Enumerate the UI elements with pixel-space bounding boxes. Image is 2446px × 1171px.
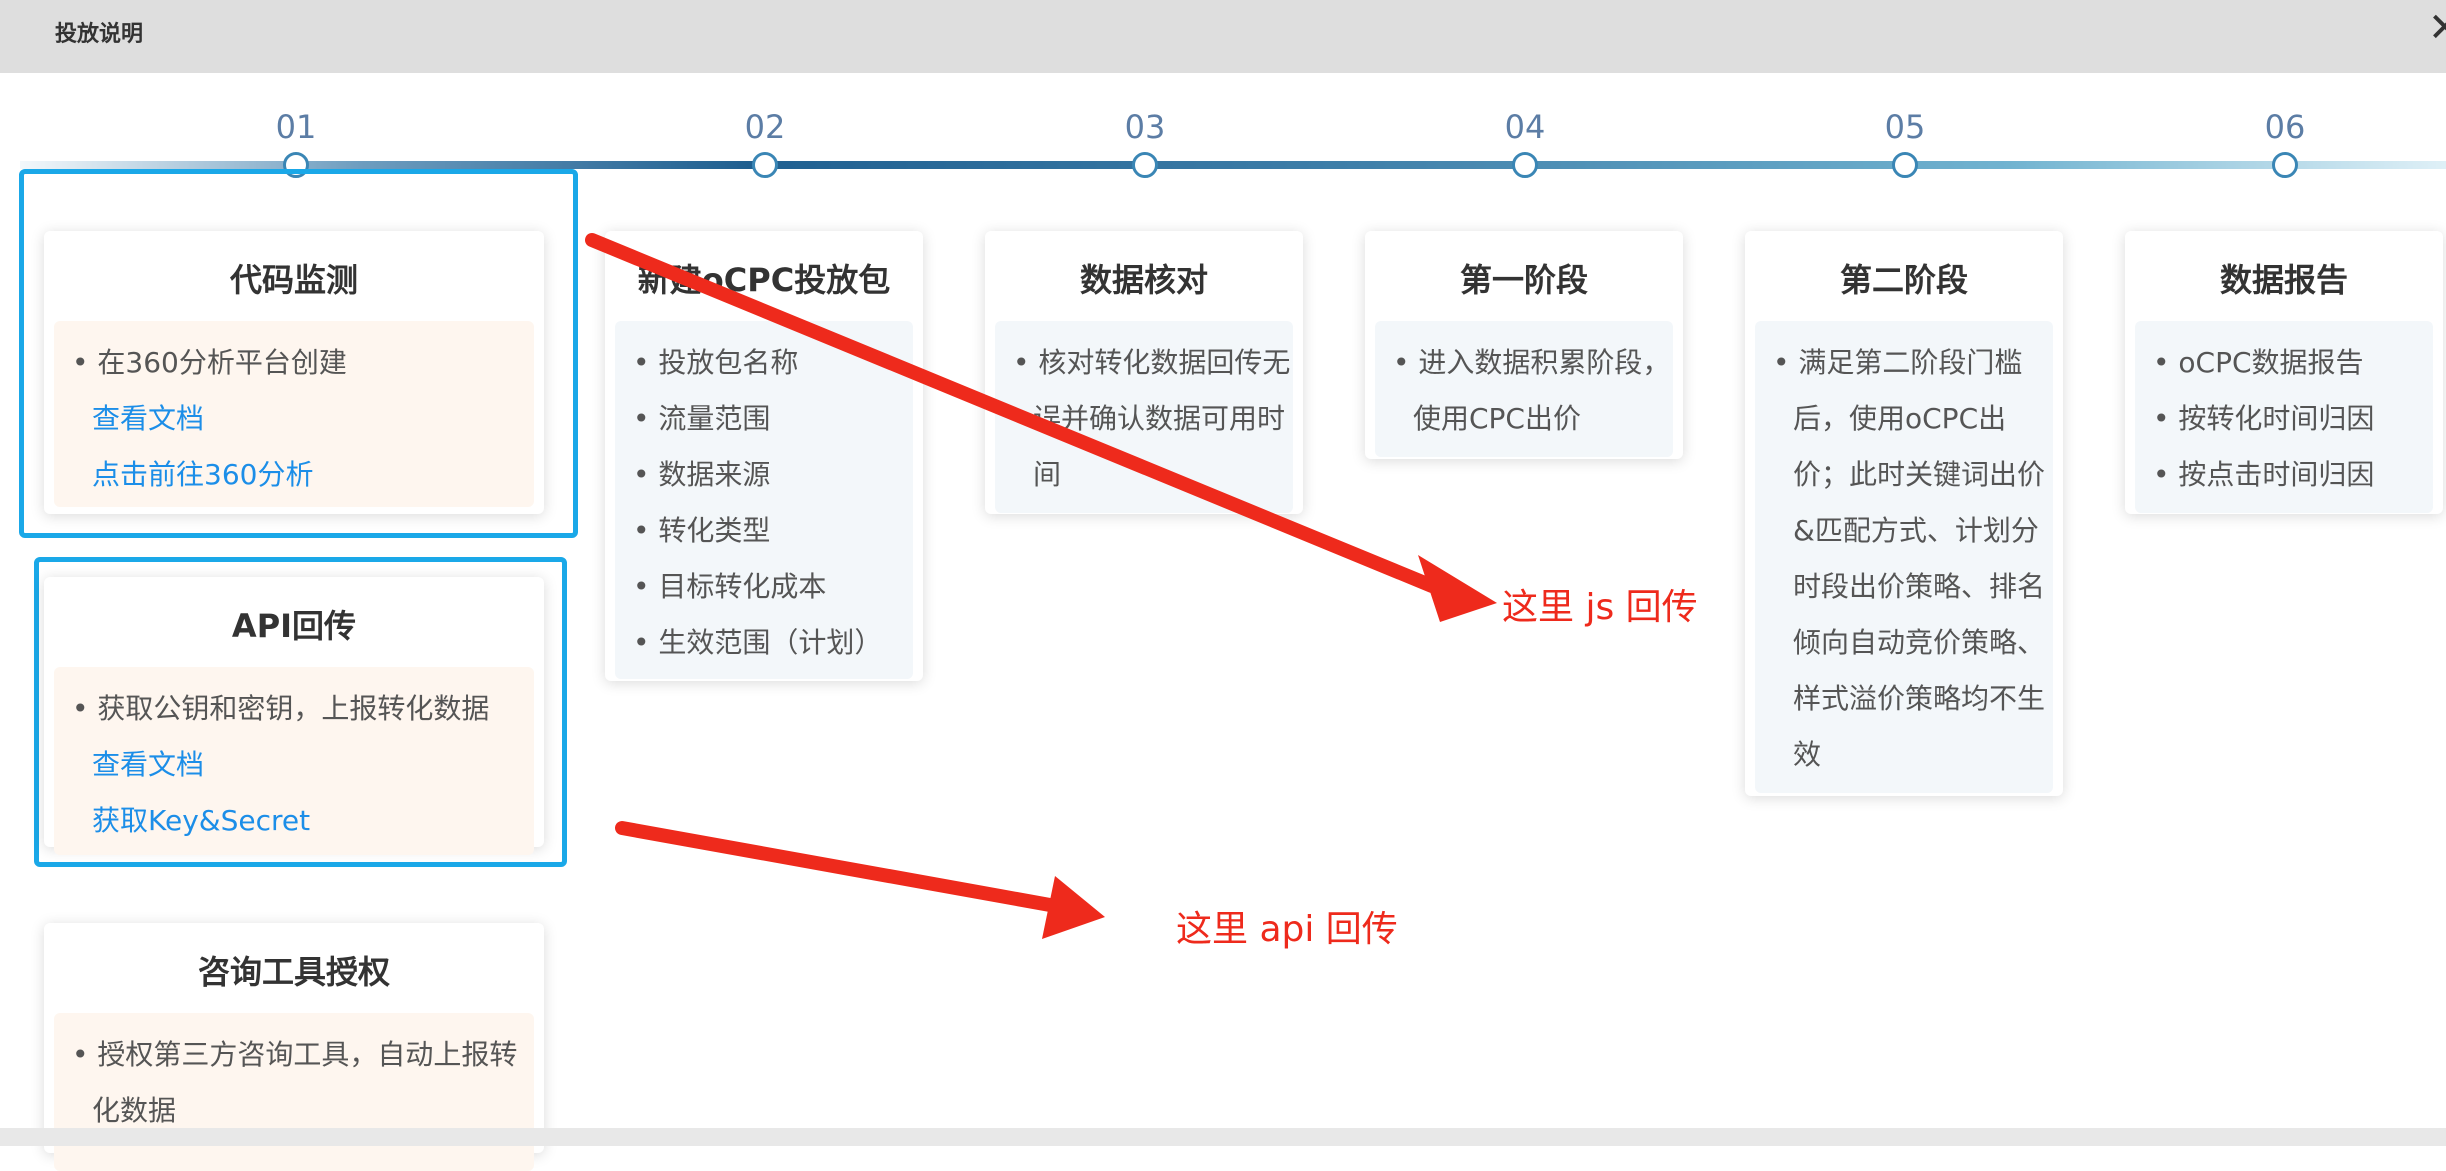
card-api-callback: API回传 • 获取公钥和密钥，上报转化数据 查看文档 获取Key&Secret (44, 577, 544, 855)
card-title: 代码监测 (229, 261, 358, 299)
arrow-js-head (1418, 555, 1497, 622)
card-body: • 获取公钥和密钥，上报转化数据 查看文档 获取Key&Secret (54, 667, 534, 855)
card-body: • oCPC数据报告 • 按转化时间归因 • 按点击时间归因 (2135, 321, 2433, 513)
list-item-continuation: &匹配方式、计划分 (1793, 514, 2039, 547)
list-item-continuation: 价；此时关键词出价 (1793, 458, 2046, 491)
list-item-continuation: 样式溢价策略均不生 (1793, 682, 2046, 715)
annotation-arrows (585, 233, 1497, 939)
card-report: 数据报告 • oCPC数据报告 • 按转化时间归因 • 按点击时间归因 (2125, 231, 2443, 514)
card-body: • 在360分析平台创建 查看文档 点击前往360分析 (54, 321, 534, 507)
close-icon[interactable]: ✕ (2428, 5, 2446, 51)
list-item-continuation: 时段出价策略、排名 (1793, 570, 2046, 603)
view-docs-link[interactable]: 查看文档 (92, 748, 205, 781)
timeline-dot-06 (2272, 152, 2298, 178)
arrow-js-shaft (585, 233, 1439, 593)
list-item-continuation: 后，使用oCPC出 (1793, 402, 2007, 435)
list-item: • 目标转化成本 (633, 570, 827, 603)
arrow-api-head (1042, 876, 1105, 939)
card-body: • 满足第二阶段门槛 后，使用oCPC出 价；此时关键词出价 &匹配方式、计划分… (1755, 321, 2053, 793)
modal-title: 投放说明 (55, 22, 144, 47)
card-body: • 核对转化数据回传无 误并确认数据可用时 间 (995, 321, 1293, 513)
timeline-dot-05 (1892, 152, 1918, 178)
list-item-continuation: 倾向自动竞价策略、 (1793, 626, 2046, 659)
timeline-dot-03 (1132, 152, 1158, 178)
step-number-03: 03 (1124, 108, 1166, 146)
list-item: • 生效范围（计划） (633, 626, 883, 659)
list-item: • 投放包名称 (633, 346, 799, 379)
timeline-line (20, 161, 2446, 169)
list-item-continuation: 误并确认数据可用时 (1033, 402, 1286, 435)
list-item: • 获取公钥和密钥，上报转化数据 (72, 692, 490, 725)
annotation-api-callback: 这里 api 回传 (1176, 909, 1398, 950)
step-number-05: 05 (1884, 108, 1926, 146)
card-stage-one: 第一阶段 • 进入数据积累阶段， 使用CPC出价 (1365, 231, 1683, 459)
timeline-dot-04 (1512, 152, 1538, 178)
list-item: • 核对转化数据回传无 (1013, 346, 1291, 379)
list-item: • 满足第二阶段门槛 (1773, 346, 2023, 379)
list-item-continuation: 化数据 (92, 1094, 177, 1127)
card-code-monitor: 代码监测 • 在360分析平台创建 查看文档 点击前往360分析 (44, 231, 544, 514)
card-title: API回传 (231, 607, 357, 645)
list-item: • 流量范围 (633, 402, 771, 435)
horizontal-scrollbar[interactable] (0, 1128, 2446, 1146)
list-item: • 转化类型 (633, 514, 771, 547)
highlight-box-api-callback (34, 557, 567, 867)
list-item: • 按转化时间归因 (2153, 402, 2375, 435)
list-item-continuation: 效 (1793, 738, 1822, 771)
list-item-continuation: 间 (1033, 458, 1062, 491)
step-number-04: 04 (1504, 108, 1546, 146)
card-title: 第一阶段 (1459, 261, 1588, 299)
card-title: 数据报告 (2219, 261, 2348, 299)
list-item: • 进入数据积累阶段， (1393, 346, 1671, 379)
list-item: • 授权第三方咨询工具，自动上报转 (72, 1038, 518, 1071)
get-key-secret-link[interactable]: 获取Key&Secret (92, 804, 311, 837)
list-item: • 按点击时间归因 (2153, 458, 2375, 491)
card-stage-two: 第二阶段 • 满足第二阶段门槛 后，使用oCPC出 价；此时关键词出价 &匹配方… (1745, 231, 2063, 796)
card-title: 数据核对 (1079, 261, 1208, 299)
step-number-06: 06 (2264, 108, 2306, 146)
list-item: • oCPC数据报告 (2153, 346, 2364, 379)
card-body: • 进入数据积累阶段， 使用CPC出价 (1375, 321, 1673, 457)
modal-titlebar: 投放说明 ✕ (0, 0, 2446, 73)
step-number-02: 02 (744, 108, 786, 146)
card-title: 第二阶段 (1839, 261, 1968, 299)
annotation-js-callback: 这里 js 回传 (1502, 587, 1698, 628)
goto-360-analytics-link[interactable]: 点击前往360分析 (92, 458, 314, 491)
step-number-01: 01 (275, 108, 317, 146)
timeline-dot-02 (752, 152, 778, 178)
list-item-continuation: 使用CPC出价 (1413, 402, 1581, 435)
card-body: • 投放包名称 • 流量范围 • 数据来源 • 转化类型 • 目标转化成本 • … (615, 321, 913, 679)
view-docs-link[interactable]: 查看文档 (92, 402, 205, 435)
list-item: • 在360分析平台创建 (72, 346, 347, 379)
list-item: • 数据来源 (633, 458, 771, 491)
arrow-api-shaft (615, 821, 1057, 912)
highlight-box-code-monitor (19, 169, 578, 538)
card-title: 咨询工具授权 (197, 953, 390, 991)
